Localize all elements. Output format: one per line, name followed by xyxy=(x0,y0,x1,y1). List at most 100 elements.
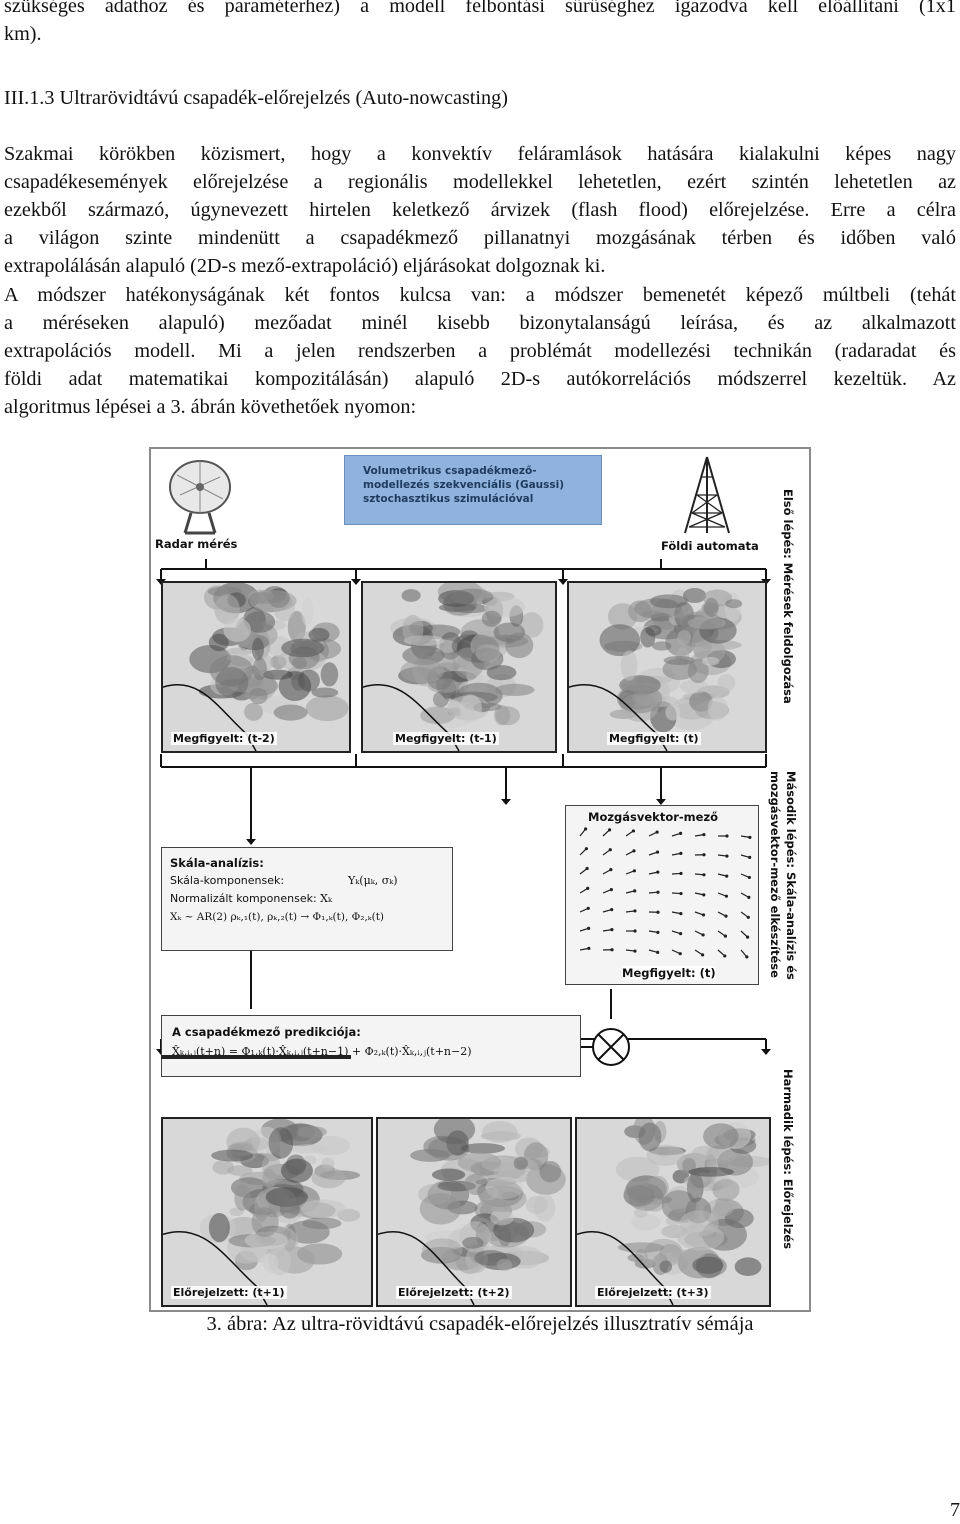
spacer xyxy=(161,1055,351,1059)
simulation-box-line: modellezés szekvenciális (Gaussi) xyxy=(363,479,565,491)
radar-dish-icon xyxy=(169,460,231,535)
vector-arrow-head xyxy=(745,955,749,959)
vector-arrow-head xyxy=(633,929,637,933)
vector-arrow-head xyxy=(700,953,705,957)
vector-arrow-head xyxy=(609,887,613,892)
vector-arrow-head xyxy=(702,893,706,897)
vector-arrow-head xyxy=(656,910,660,914)
forecast-map-label: Előrejelzett: (t+3) xyxy=(595,1286,711,1299)
vector-arrow-head xyxy=(725,854,729,858)
observed-map-label: Megfigyelt: (t-1) xyxy=(393,732,499,745)
prediction-box: A csapadékmező predikciója: X̂ₖ,ᵢ,ⱼ(t+n)… xyxy=(161,1015,581,1077)
paragraph-line: csapadékesemények előrejelzése a regioná… xyxy=(4,171,956,193)
page-number: 7 xyxy=(950,1499,960,1521)
paragraph-line: Szakmai körökben közismert, hogy a konve… xyxy=(4,143,956,165)
vector-arrow-head xyxy=(656,950,660,955)
vector-arrow-head xyxy=(678,831,683,835)
forecast-map-t-plus-3: Előrejelzett: (t+3) xyxy=(575,1117,771,1307)
vector-arrow-head xyxy=(723,934,728,938)
vector-arrow-head xyxy=(724,894,729,898)
paragraph-line: extrapolációs modell. Mi a jelen rendsze… xyxy=(4,340,956,362)
paragraph-2: A módszer hatékonyságának két fontos kul… xyxy=(4,281,956,421)
vector-arrow-head xyxy=(633,909,637,913)
vector-arrow-head xyxy=(748,855,752,860)
normalized-components-formula: Xₖ xyxy=(320,892,333,905)
forecast-map-t-plus-2: Előrejelzett: (t+2) xyxy=(376,1117,572,1307)
step3-label: Harmadik lépés: Előrejelzés xyxy=(781,1069,795,1250)
vector-arrow-head xyxy=(678,932,683,936)
forecast-map-label: Előrejelzett: (t+1) xyxy=(171,1286,287,1299)
precipitation-field xyxy=(163,583,349,751)
paragraph-line: a világon szinte mindenütt a csapadékmez… xyxy=(4,227,956,249)
vector-arrow-head xyxy=(747,895,751,899)
vector-arrow-head xyxy=(679,912,683,916)
vector-arrow-head xyxy=(609,868,613,872)
radar-label: Radar mérés xyxy=(155,537,238,551)
simulation-box-line: Volumetrikus csapadékmező- xyxy=(363,465,537,477)
paragraph-line: extrapolálásán alapuló (2D-s mező-extrap… xyxy=(4,255,606,277)
step1-label: Első lépés: Mérések feldolgozása xyxy=(781,489,795,704)
vector-arrow-head xyxy=(748,835,752,839)
vector-arrow-head xyxy=(610,928,614,932)
normalized-components-label: Normalizált komponensek: xyxy=(170,892,317,905)
vector-arrow-head xyxy=(656,890,660,894)
nowcasting-figure: Radar mérés Volumetrikus csapadékmező- m… xyxy=(149,447,811,1312)
vector-arrow-head xyxy=(632,869,637,873)
vector-arrow-head xyxy=(701,913,706,917)
vector-arrow-head xyxy=(725,874,729,878)
vector-arrow-head xyxy=(723,954,727,958)
vector-arrow-head xyxy=(655,850,660,854)
precipitation-field xyxy=(163,1119,361,1305)
vector-arrow-head xyxy=(701,933,705,937)
scale-components-row: Skála-komponensek: Yₖ(μₖ, σₖ) xyxy=(170,872,444,890)
observed-map-t-2: Megfigyelt: (t-2) xyxy=(161,581,351,753)
vector-arrow-head xyxy=(608,848,612,852)
scale-analysis-box: Skála-analízis: Skála-komponensek: Yₖ(μₖ… xyxy=(161,847,453,951)
precipitation-field xyxy=(378,1119,566,1305)
weather-tower-icon xyxy=(684,456,730,534)
paragraph-line: A módszer hatékonyságának két fontos kul… xyxy=(4,284,956,306)
vector-arrow-head xyxy=(586,906,590,910)
vector-arrow-head xyxy=(610,948,614,952)
paragraph-line: ezekből származó, úgynevezett hirtelen k… xyxy=(4,199,956,221)
normalized-components-row: Normalizált komponensek: Xₖ xyxy=(170,890,444,908)
vector-arrow-head xyxy=(655,830,659,834)
vector-arrow-head xyxy=(584,847,588,851)
precipitation-field xyxy=(363,583,544,751)
simulation-box-line: sztochasztikus szimulációval xyxy=(363,493,534,505)
step2-label-line: mozgásvektor-mező elkészítése xyxy=(768,771,782,978)
paragraph-line: algoritmus lépései a 3. ábrán követhetőe… xyxy=(4,396,417,418)
vector-arrow-head xyxy=(586,886,590,890)
vector-arrow-head xyxy=(632,849,636,853)
vector-arrow-head xyxy=(702,853,706,857)
vector-field-observed-label: Megfigyelt: (t) xyxy=(622,966,716,980)
scale-analysis-title: Skála-analízis: xyxy=(170,856,264,870)
observed-map-label: Megfigyelt: (t-2) xyxy=(171,732,277,745)
forecast-map-label: Előrejelzett: (t+2) xyxy=(396,1286,512,1299)
vector-arrow-head xyxy=(583,827,588,831)
observed-map-t-1: Megfigyelt: (t-1) xyxy=(361,581,557,753)
vector-arrow-head xyxy=(633,949,637,953)
prediction-formula: X̂ₖ,ᵢ,ⱼ(t+n) = Φ₁,ₖ(t)·X̂ₖ,ᵢ,ⱼ(t+n−1) + … xyxy=(172,1045,472,1058)
section-heading: III.1.3 Ultrarövidtávú csapadék-előrejel… xyxy=(4,87,508,109)
paragraph-line: a méréseken alapuló) mezőadat minél kise… xyxy=(4,312,956,334)
prediction-title: A csapadékmező predikciója: xyxy=(172,1025,361,1039)
precipitation-field xyxy=(577,1119,769,1305)
intro-line: km). xyxy=(4,23,42,45)
vector-arrow-head xyxy=(679,851,683,855)
vector-arrow-head xyxy=(702,833,706,837)
vector-arrow-head xyxy=(724,914,728,918)
step2-label-line: Második lépés: Skála-analízis és xyxy=(784,771,798,980)
step2-label: Második lépés: Skála-analízis és mozgásv… xyxy=(767,771,799,980)
paragraph-1: Szakmai körökben közismert, hogy a konve… xyxy=(4,140,956,280)
observed-map-label: Megfigyelt: (t) xyxy=(607,732,701,745)
vector-arrow-head xyxy=(725,834,729,838)
intro-line: szükséges adathoz és paraméterhez) a mod… xyxy=(4,0,956,17)
vector-arrow-head xyxy=(656,930,660,934)
vector-arrow-head xyxy=(745,935,750,939)
vector-field-title: Mozgásvektor-mező xyxy=(588,810,719,824)
vector-arrow-head xyxy=(633,889,637,893)
scale-components-formula: Yₖ(μₖ, σₖ) xyxy=(348,874,398,887)
ar-formula: Xₖ ~ AR(2) ρₖ,₁(t), ρₖ,₂(t) → Φ₁,ₖ(t), Φ… xyxy=(170,911,385,923)
simulation-box: Volumetrikus csapadékmező- modellezés sz… xyxy=(344,455,602,525)
